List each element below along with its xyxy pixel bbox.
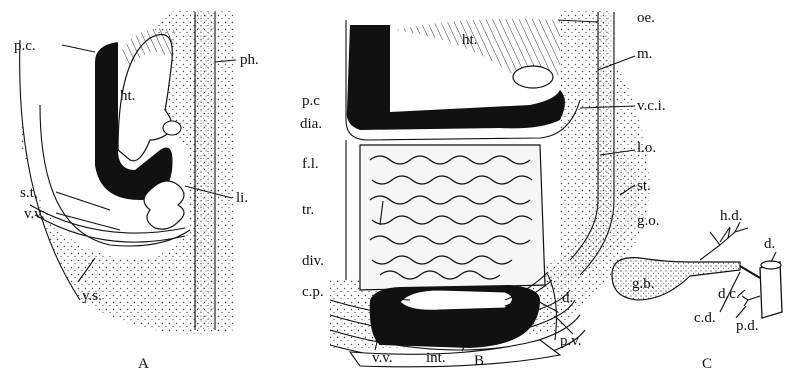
- hepatic-duct-branches: [700, 222, 748, 260]
- label-b-6: l.o.: [637, 140, 656, 156]
- leader-pc-a: [62, 45, 95, 52]
- label-a-0: p.c.: [14, 38, 36, 54]
- label-b-3: p.c: [302, 93, 320, 109]
- label-b-0: ht.: [462, 32, 477, 48]
- label-b-15: v.v.: [372, 350, 393, 366]
- label-b-14: p.v.: [560, 333, 582, 349]
- label-b-10: tr.: [302, 202, 314, 218]
- leader-d-c: [771, 252, 776, 262]
- label-b-2: m.: [637, 46, 652, 62]
- label-a-4: v.v.: [24, 206, 45, 222]
- caption-a: A: [138, 356, 150, 372]
- label-c-3: d.c.: [718, 286, 740, 302]
- pharynx-fill: [195, 12, 215, 330]
- caption-c: C: [702, 356, 713, 372]
- diverticulum-b: [400, 290, 513, 310]
- panel-b: ht. oe. m. p.c v.c.i. dia. l.o. f.l. st.…: [300, 10, 666, 369]
- valve-bulb: [513, 66, 553, 88]
- label-c-4: c.d.: [694, 310, 716, 326]
- sinus-bulb: [163, 121, 181, 135]
- leader-pd: [736, 306, 746, 318]
- label-a-6: y.s.: [82, 288, 102, 304]
- label-a-5: li.: [236, 190, 248, 206]
- label-a-3: s.t.: [20, 185, 38, 201]
- label-c-1: d.: [764, 236, 775, 252]
- label-c-5: p.d.: [736, 318, 759, 334]
- label-b-1: oe.: [637, 10, 655, 26]
- label-a-1: ht.: [120, 88, 135, 104]
- panel-a: p.c. ht. ph. s.t. v.v. li. y.s. A: [14, 10, 259, 372]
- label-b-5: dia.: [300, 116, 322, 132]
- label-b-4: v.c.i.: [637, 98, 666, 114]
- common-duct: [740, 266, 760, 278]
- label-c-0: h.d.: [720, 208, 743, 224]
- label-b-11: div.: [302, 253, 324, 269]
- label-b-7: f.l.: [302, 156, 319, 172]
- leader-st-a: [56, 192, 110, 210]
- label-b-12: d.: [562, 290, 573, 306]
- pancreatic-duct: [742, 296, 760, 306]
- label-c-2: g.b.: [632, 276, 655, 292]
- label-b-13: c.p.: [302, 284, 324, 300]
- label-b-16: int.: [426, 350, 446, 366]
- label-a-2: ph.: [240, 52, 259, 68]
- label-b-9: g.o.: [637, 213, 660, 229]
- duodenum-c: [760, 262, 782, 318]
- duodenum-top: [761, 261, 781, 269]
- caption-b: B: [474, 353, 485, 369]
- label-b-8: st.: [637, 178, 651, 194]
